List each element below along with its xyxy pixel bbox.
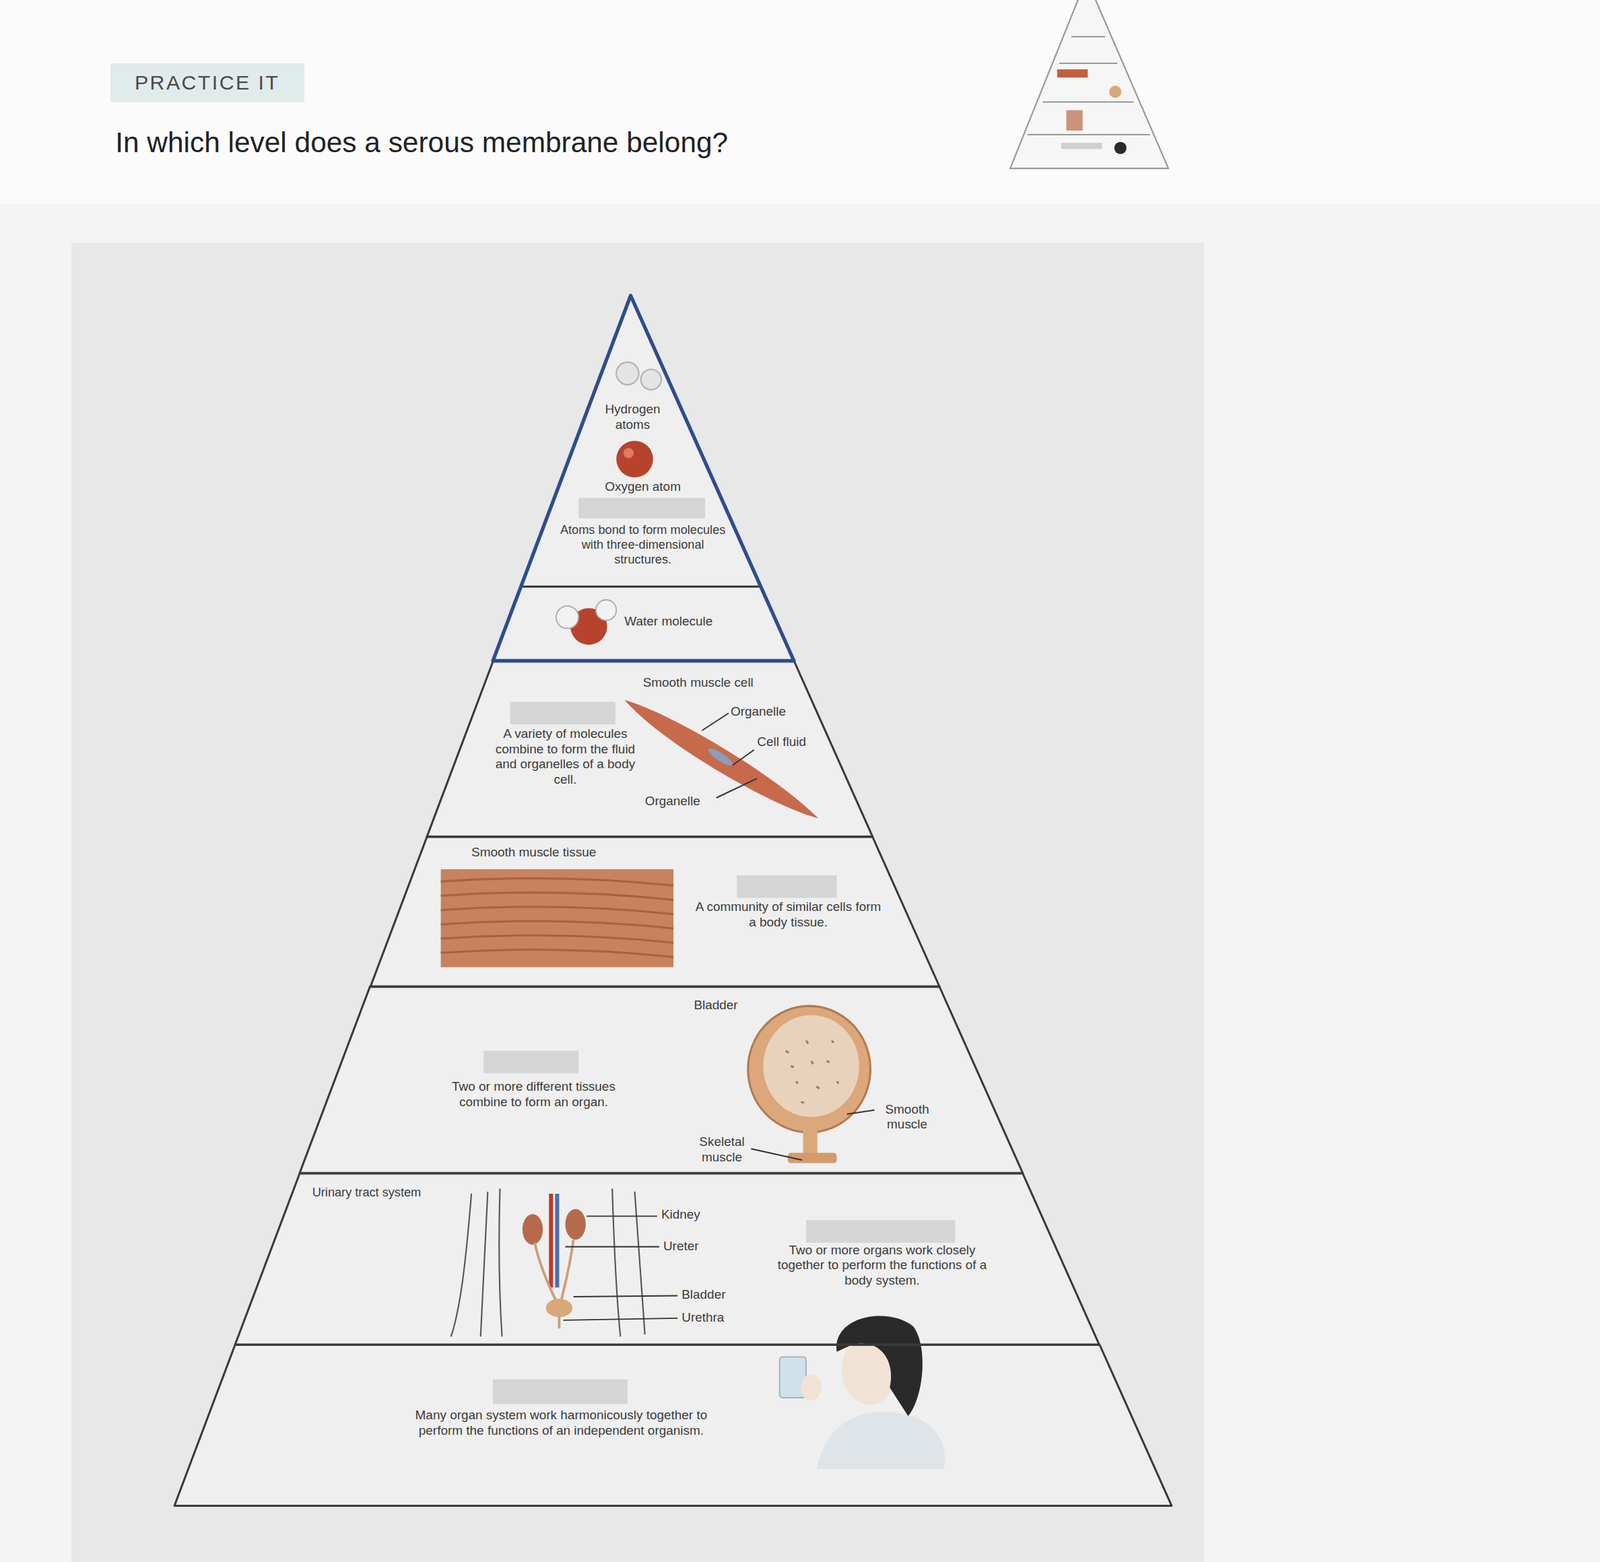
leader-line [847, 1110, 875, 1115]
band-outline [492, 295, 794, 661]
level-band: BladderTwo or more different tissues com… [299, 986, 1023, 1174]
aorta [548, 1193, 553, 1288]
band-shape [299, 986, 1023, 1174]
level-text: Urethra [681, 1310, 753, 1326]
level-text: Bladder [681, 1287, 753, 1304]
ureter [534, 1239, 574, 1302]
hydrogen-atom [616, 362, 639, 385]
band-shape [370, 837, 940, 988]
thumbnail-tissue [1057, 69, 1088, 78]
answer-blank [510, 702, 616, 725]
level-band: Hydrogen atomsOxygen atomAtoms bond to f… [492, 295, 794, 661]
panel-ground [71, 243, 1205, 1562]
oxygen-atom [616, 441, 654, 479]
level-text: Oxygen atom [583, 479, 703, 495]
band-shape [235, 1173, 1100, 1346]
practice-tag: PRACTICE IT [110, 63, 305, 103]
answer-blank [736, 875, 838, 898]
thumbnail-person [1114, 142, 1127, 155]
water-hydrogen [556, 606, 579, 629]
band-shape [492, 295, 794, 661]
thumbnail-bladder [1109, 85, 1122, 98]
body-outline [451, 1188, 646, 1337]
level-text: Hydrogen atoms [600, 402, 666, 433]
level-text: Ureter [663, 1239, 725, 1255]
thumbnail-line [1059, 62, 1118, 64]
level-text: A variety of molecules combine to form t… [485, 726, 645, 788]
thumbnail-line [1027, 134, 1151, 136]
level-text: Cell fluid [756, 734, 831, 751]
answer-blank [492, 1379, 628, 1405]
level-text: Two or more organs work closely together… [767, 1243, 998, 1289]
vena-cava [554, 1193, 559, 1288]
answer-blank [578, 497, 706, 518]
tag-label: PRACTICE IT [110, 70, 305, 95]
question-title: In which level does a serous membrane be… [115, 126, 728, 159]
bladder-lining [762, 1015, 859, 1118]
leader-line [586, 1215, 658, 1217]
level-text: Skeletal muscle [693, 1134, 750, 1165]
level-text: Many organ system work harmonicously tog… [413, 1408, 710, 1439]
answer-blank [483, 1051, 579, 1074]
bladder-neck [803, 1130, 818, 1155]
thumbnail-system [1065, 110, 1083, 131]
header-ground [0, 0, 1600, 205]
thumbnail-pyramid [1010, 0, 1169, 169]
bladder [546, 1298, 573, 1318]
band-outline [299, 986, 1023, 1174]
cell-nucleus [706, 746, 735, 769]
thumbnail-line [1071, 36, 1106, 38]
level-text: Kidney [661, 1207, 723, 1223]
band-shape [174, 1344, 1172, 1506]
kidney [522, 1214, 543, 1245]
thumbnail-line [1043, 101, 1135, 104]
leader-line [564, 1246, 659, 1248]
level-text: Two or more different tissues combine to… [431, 1079, 636, 1110]
level-band: Smooth muscle cellOrganelleCell fluidOrg… [426, 661, 873, 838]
level-text: Organelle [645, 793, 727, 810]
hydrogen-atom [641, 369, 662, 390]
atom-highlight [623, 447, 634, 458]
level-text: Atoms bond to form molecules with three-… [554, 523, 731, 568]
band-shape [426, 661, 873, 838]
leader-line [732, 750, 755, 766]
divider-line [521, 585, 761, 588]
water-hydrogen [595, 600, 617, 621]
bladder-texture [785, 1041, 840, 1104]
leader-line [702, 713, 729, 731]
level-text: Smooth muscle cell [643, 675, 796, 691]
level-band: Urinary tract systemKidneyUreterBladderU… [235, 1173, 1100, 1346]
leader-line [562, 1318, 678, 1321]
level-text: Smooth muscle [877, 1102, 937, 1133]
pyramid-ground [174, 295, 1172, 1506]
answer-blank [806, 1220, 955, 1243]
level-text: Bladder [693, 997, 755, 1014]
kidney [564, 1209, 586, 1240]
level-text: Smooth muscle tissue [471, 845, 676, 861]
leader-line [716, 778, 758, 798]
tissue-fibres [441, 878, 674, 957]
level-text: Water molecule [624, 614, 747, 630]
urethra [557, 1316, 561, 1329]
person-shoulders [816, 1412, 945, 1470]
level-text: Urinary tract system [312, 1185, 476, 1201]
person-hair [836, 1316, 923, 1417]
leader-line [750, 1148, 803, 1161]
thumbnail-blank [1061, 142, 1103, 149]
level-band: Smooth muscle tissue A community of simil… [370, 837, 940, 988]
person-hand [801, 1374, 822, 1401]
level-band: Many organ system work harmonicously tog… [174, 1344, 1172, 1506]
muscle-tissue [441, 869, 674, 968]
muscle-cell [624, 700, 819, 819]
level-text: A community of similar cells form a body… [693, 899, 883, 930]
leader-line [573, 1295, 679, 1297]
level-text: Organelle [730, 704, 813, 720]
